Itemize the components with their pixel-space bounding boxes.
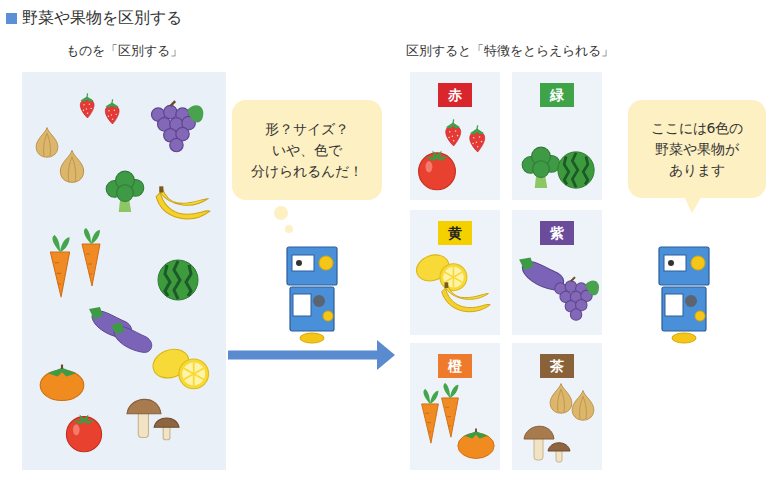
panel-heading: ものを「区別する」 [22,41,226,61]
color-tag: 茶 [540,354,574,378]
color-box: 緑 [512,72,602,200]
color-box: 紫 [512,210,602,335]
color-tag: 緑 [540,83,574,107]
color-tag: 赤 [438,83,472,107]
color-tag: 黄 [438,221,472,245]
thought-bubble: 形？サイズ？ いや、色で 分けられるんだ！ [232,100,382,200]
bubble-text: ここには6色の 野菜や果物が あります [642,118,752,181]
robot-figure [287,247,337,343]
color-box: 赤 [410,72,500,200]
source-panel: ものを「区別する」 [22,72,226,470]
group-heading: 区別すると「特徴をとらえられる」 [395,41,625,61]
color-box: 黄 [410,210,500,335]
sorted-group: 区別すると「特徴をとらえられる」赤 緑黄 紫橙 茶 [395,40,625,476]
thought-dot [285,225,293,233]
speech-tail [684,196,702,213]
bubble-text: 形？サイズ？ いや、色で 分けられるんだ！ [245,119,369,182]
color-tag: 紫 [540,221,574,245]
color-box: 橙 [410,343,500,470]
arrow-head [377,340,395,370]
diagram-title: 野菜や果物を区別する [22,8,182,28]
color-box: 茶 [512,343,602,470]
robot-figure [659,247,709,343]
title-bullet [6,13,17,24]
arrow-shaft [228,351,379,360]
color-tag: 橙 [438,354,472,378]
thought-dot [274,206,288,220]
speech-bubble: ここには6色の 野菜や果物が あります [628,100,766,198]
flow-arrow [228,340,395,370]
